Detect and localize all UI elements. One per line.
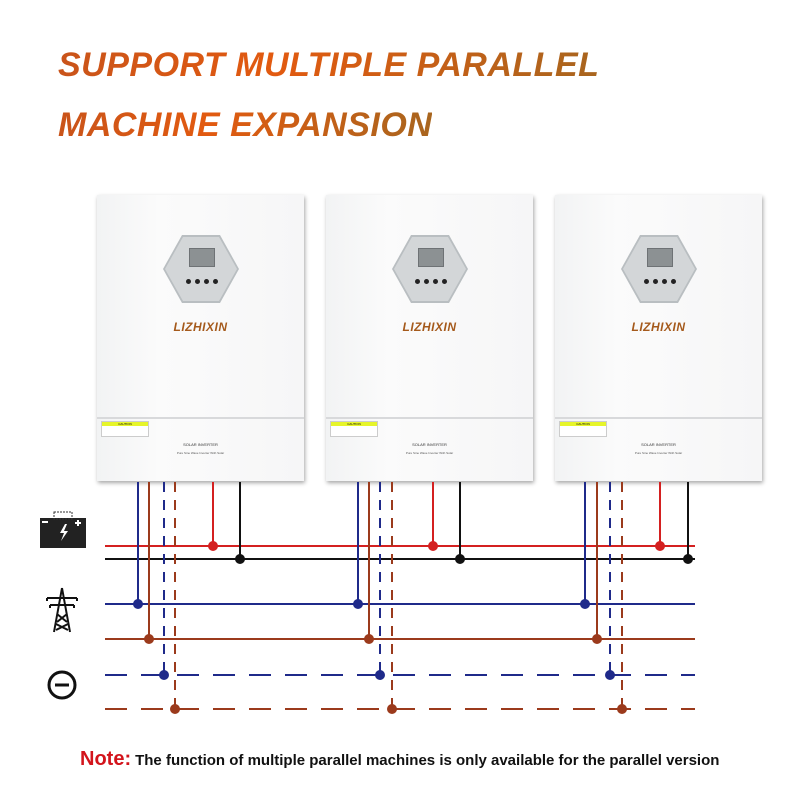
junction-dot (235, 554, 245, 564)
note-text: The function of multiple parallel machin… (135, 752, 720, 769)
junction-dot (133, 599, 143, 609)
product-subtitle: Pure Sine Wave Inverter With Solar (634, 451, 683, 455)
junction-dot (208, 541, 218, 551)
control-panel (621, 235, 697, 303)
caution-label: CAUTION (101, 421, 149, 437)
title-line-2: MACHINE EXPANSION (58, 106, 433, 144)
note-label: Note: (80, 748, 132, 770)
lcd-screen (418, 248, 444, 267)
divider (326, 417, 533, 419)
junction-dot (592, 634, 602, 644)
brand-logo: LIZHIXIN (402, 320, 457, 334)
note: Note:The function of multiple parallel m… (80, 748, 719, 771)
junction-dot (617, 704, 627, 714)
button[interactable] (644, 279, 649, 284)
junction-dot (683, 554, 693, 564)
button[interactable] (204, 279, 209, 284)
junction-dot (144, 634, 154, 644)
panel-buttons (415, 279, 447, 284)
button[interactable] (433, 279, 438, 284)
product-label: SOLAR INVERTER (412, 442, 447, 447)
junction-dot (605, 670, 615, 680)
product-label: SOLAR INVERTER (641, 442, 676, 447)
brand-logo: LIZHIXIN (173, 320, 228, 334)
panel-buttons (644, 279, 676, 284)
product-subtitle: Pure Sine Wave Inverter With Solar (405, 451, 454, 455)
inverter-unit-1: LIZHIXIN CAUTION SOLAR INVERTER Pure Sin… (97, 195, 304, 481)
panel-buttons (186, 279, 218, 284)
lcd-screen (647, 248, 673, 267)
button[interactable] (662, 279, 667, 284)
junction-dot (387, 704, 397, 714)
button[interactable] (653, 279, 658, 284)
button[interactable] (671, 279, 676, 284)
divider (97, 417, 304, 419)
junction-dot (170, 704, 180, 714)
junction-dot (580, 599, 590, 609)
junction-dot (375, 670, 385, 680)
button[interactable] (213, 279, 218, 284)
caution-label: CAUTION (330, 421, 378, 437)
title-line-1: SUPPORT MULTIPLE PARALLEL (58, 46, 600, 84)
inverter-unit-2: LIZHIXIN CAUTION SOLAR INVERTER Pure Sin… (326, 195, 533, 481)
button[interactable] (415, 279, 420, 284)
junction-dot (655, 541, 665, 551)
button[interactable] (186, 279, 191, 284)
divider (555, 417, 762, 419)
junction-dot (353, 599, 363, 609)
button[interactable] (424, 279, 429, 284)
control-panel (163, 235, 239, 303)
inverter-unit-3: LIZHIXIN CAUTION SOLAR INVERTER Pure Sin… (555, 195, 762, 481)
junction-dot (159, 670, 169, 680)
junction-dot (428, 541, 438, 551)
brand-logo: LIZHIXIN (631, 320, 686, 334)
lcd-screen (189, 248, 215, 267)
junction-dot (455, 554, 465, 564)
product-subtitle: Pure Sine Wave Inverter With Solar (176, 451, 225, 455)
caution-label: CAUTION (559, 421, 607, 437)
junction-dot (364, 634, 374, 644)
button[interactable] (195, 279, 200, 284)
product-label: SOLAR INVERTER (183, 442, 218, 447)
button[interactable] (442, 279, 447, 284)
